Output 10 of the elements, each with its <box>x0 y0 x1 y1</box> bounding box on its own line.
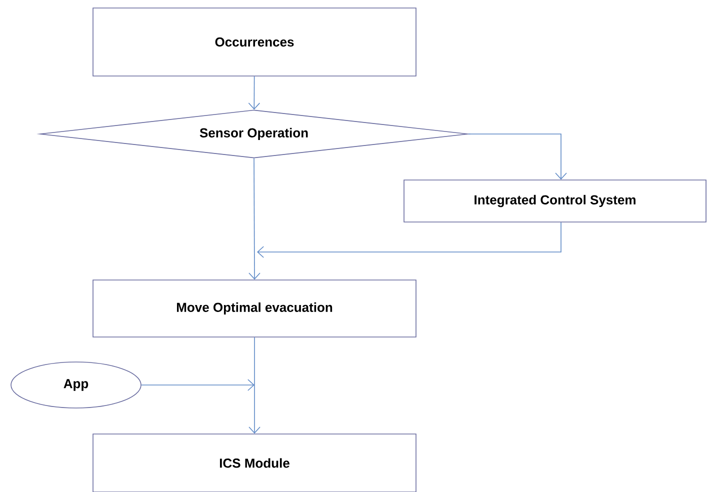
arrow <box>248 158 260 280</box>
arrow <box>141 379 254 391</box>
process-box: Occurrences <box>92 8 416 76</box>
arrow <box>248 76 260 110</box>
process-box: ICS Module <box>92 434 416 492</box>
process-box: Move Optimal evacuation <box>92 280 416 338</box>
process-box: Integrated Control System <box>404 180 706 222</box>
arrow <box>248 337 260 434</box>
arrow <box>468 134 567 180</box>
arrow <box>257 222 562 258</box>
